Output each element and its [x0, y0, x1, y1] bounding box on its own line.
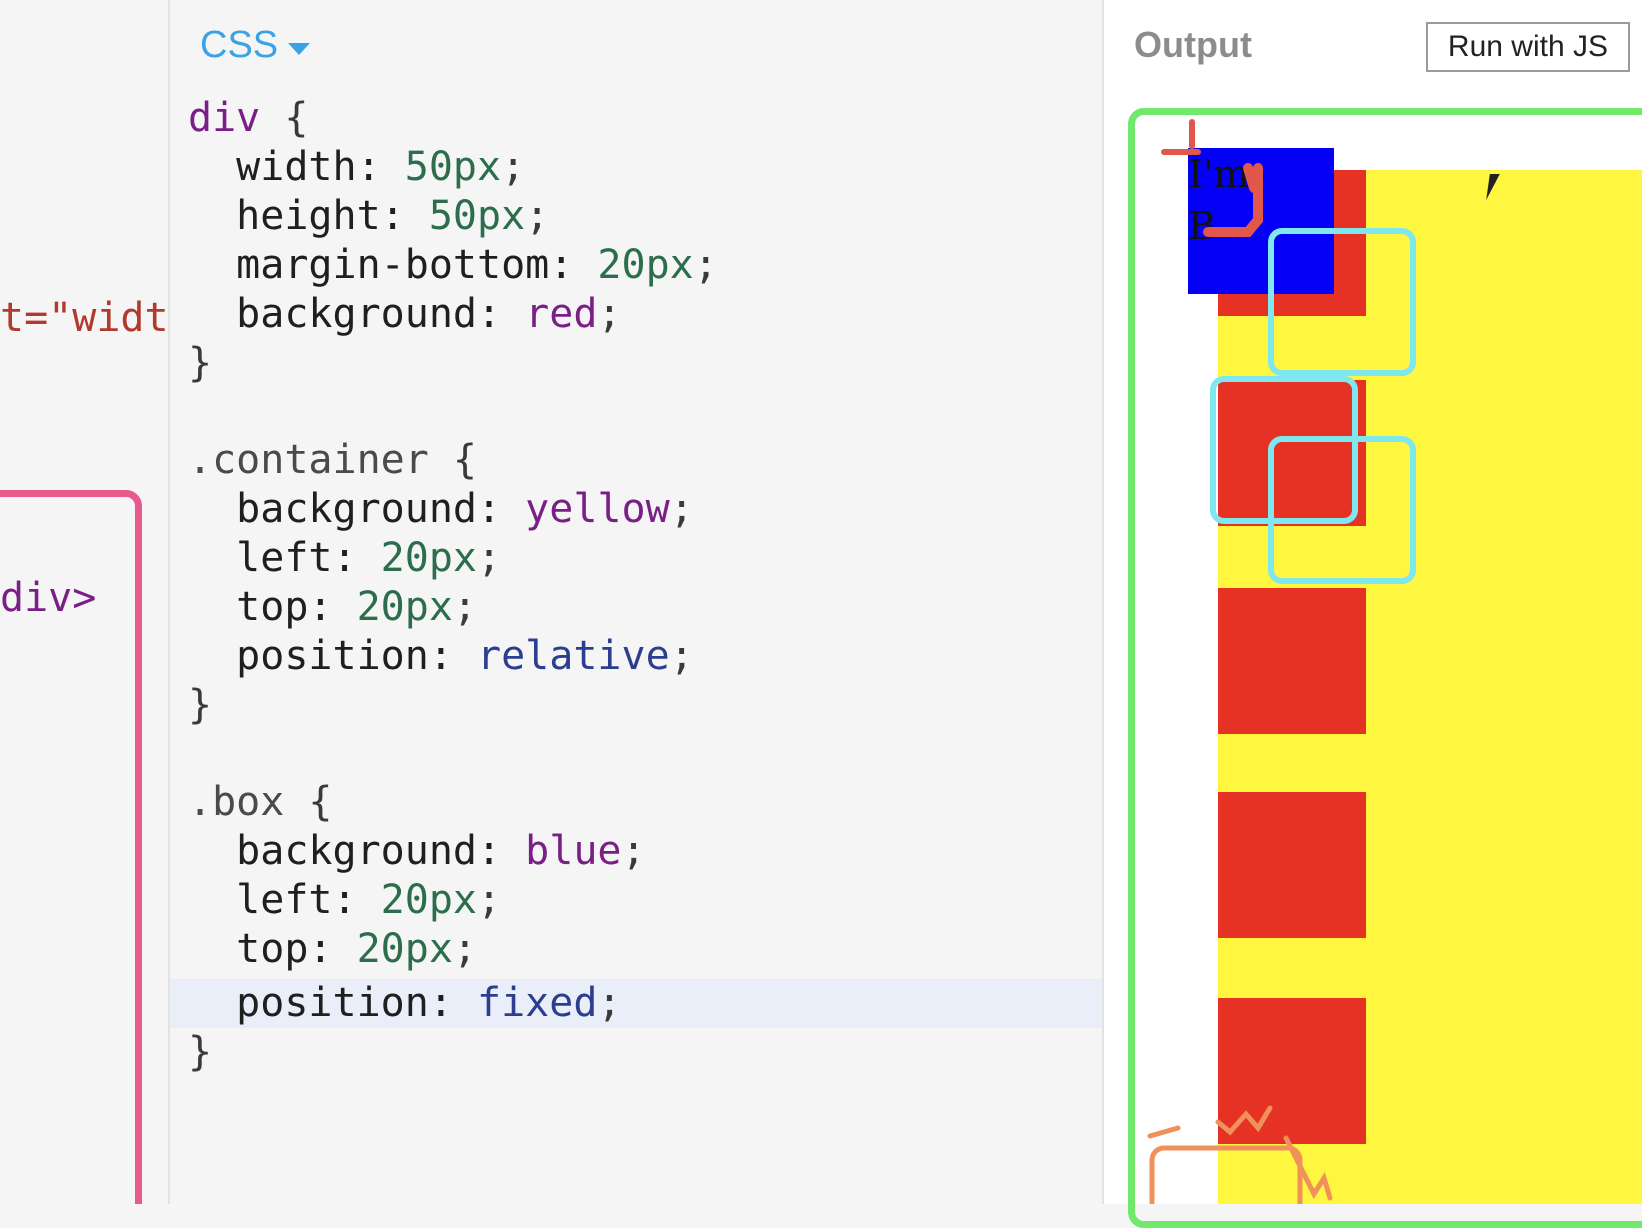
- pink-annotation-outline: [0, 490, 142, 1204]
- code-line: background: red;: [236, 291, 622, 337]
- red-div-2: [1218, 380, 1366, 526]
- cyan-annotation-outline: [1210, 376, 1358, 524]
- red-div-4: [1218, 792, 1366, 938]
- css-language-dropdown[interactable]: CSS: [200, 24, 311, 67]
- html-editor-pane[interactable]: t="widt div>: [0, 0, 170, 1204]
- code-line: left: 20px;: [236, 877, 502, 923]
- chevron-down-icon: [288, 42, 311, 55]
- code-line: div {: [188, 95, 309, 141]
- output-pane: Output Run with JS I'm B: [1104, 0, 1642, 1228]
- run-with-js-button[interactable]: Run with JS: [1425, 22, 1630, 72]
- code-line: width: 50px;: [236, 144, 526, 190]
- css-label: CSS: [200, 24, 279, 66]
- code-line: }: [188, 682, 213, 728]
- code-line: }: [188, 1029, 213, 1075]
- code-line: }: [188, 340, 213, 386]
- code-line: height: 50px;: [236, 193, 550, 239]
- code-line: .container {: [188, 437, 477, 483]
- cyan-annotation-outline: [1268, 436, 1416, 584]
- preview-frame[interactable]: I'm B: [1128, 108, 1642, 1204]
- fixed-blue-box: I'm B: [1188, 148, 1334, 294]
- hand-annotations: [1147, 119, 1333, 1204]
- code-line: margin-bottom: 20px;: [236, 242, 718, 288]
- code-line: background: blue;: [236, 828, 646, 874]
- box-text-line: B: [1188, 204, 1216, 248]
- output-title: Output: [1134, 24, 1252, 65]
- code-line: top: 20px;: [236, 584, 478, 630]
- html-code-line: div>: [0, 575, 97, 621]
- css-editor-pane[interactable]: CSS div { width: 50px; height: 50px; mar…: [170, 0, 1104, 1204]
- red-div-3: [1218, 588, 1366, 734]
- html-code-line: t="widt: [0, 295, 169, 341]
- box-text-line: I'm: [1188, 152, 1250, 196]
- code-line-active[interactable]: position: fixed;: [170, 979, 1102, 1028]
- code-line: position: relative;: [236, 633, 694, 679]
- code-line: left: 20px;: [236, 535, 502, 581]
- cyan-annotation-outline: [1268, 228, 1416, 376]
- code-line: top: 20px;: [236, 926, 478, 972]
- code-line: .box {: [188, 779, 333, 825]
- code-line: background: yellow;: [236, 486, 694, 532]
